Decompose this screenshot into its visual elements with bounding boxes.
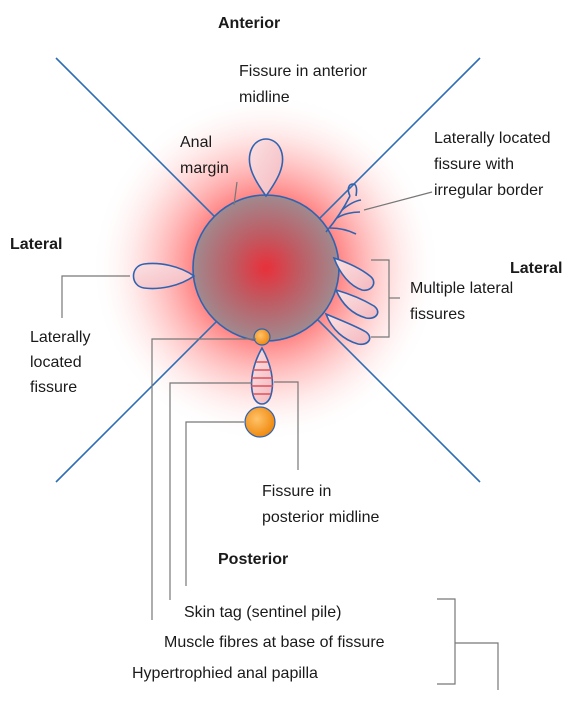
label-posterior-fissure-line1: Fissure in <box>262 483 331 500</box>
label-laterally-located-line1: Laterally <box>30 329 90 346</box>
anal-papilla <box>254 329 270 345</box>
bracket-lower-labels <box>437 599 455 684</box>
label-anal-margin-line2: margin <box>180 160 229 177</box>
label-fissure-anterior-line1: Fissure in anterior <box>239 63 368 80</box>
label-skin-tag: Skin tag (sentinel pile) <box>184 604 341 621</box>
label-anterior: Anterior <box>218 15 280 32</box>
label-multiple-lateral-line1: Multiple lateral <box>410 280 513 297</box>
skin-tag <box>245 407 275 437</box>
label-posterior: Posterior <box>218 551 288 568</box>
label-irregular-fissure-line1: Laterally located <box>434 130 551 147</box>
label-lateral-right: Lateral <box>510 260 562 277</box>
label-laterally-located-line3: fissure <box>30 379 77 396</box>
label-anal-margin-line1: Anal <box>180 134 212 151</box>
label-irregular-fissure-line2: fissure with <box>434 156 514 173</box>
label-muscle-fibres: Muscle fibres at base of fissure <box>164 634 385 651</box>
label-irregular-fissure-line3: irregular border <box>434 182 544 199</box>
label-multiple-lateral-line2: fissures <box>410 306 465 323</box>
label-laterally-located-line2: located <box>30 354 82 371</box>
pointer-lower-bracket <box>455 643 498 690</box>
label-papilla: Hypertrophied anal papilla <box>132 665 318 682</box>
anal-margin-disc <box>193 195 339 341</box>
label-posterior-fissure-line2: posterior midline <box>262 509 379 526</box>
label-lateral-left: Lateral <box>10 236 62 253</box>
label-fissure-anterior-line2: midline <box>239 89 290 106</box>
